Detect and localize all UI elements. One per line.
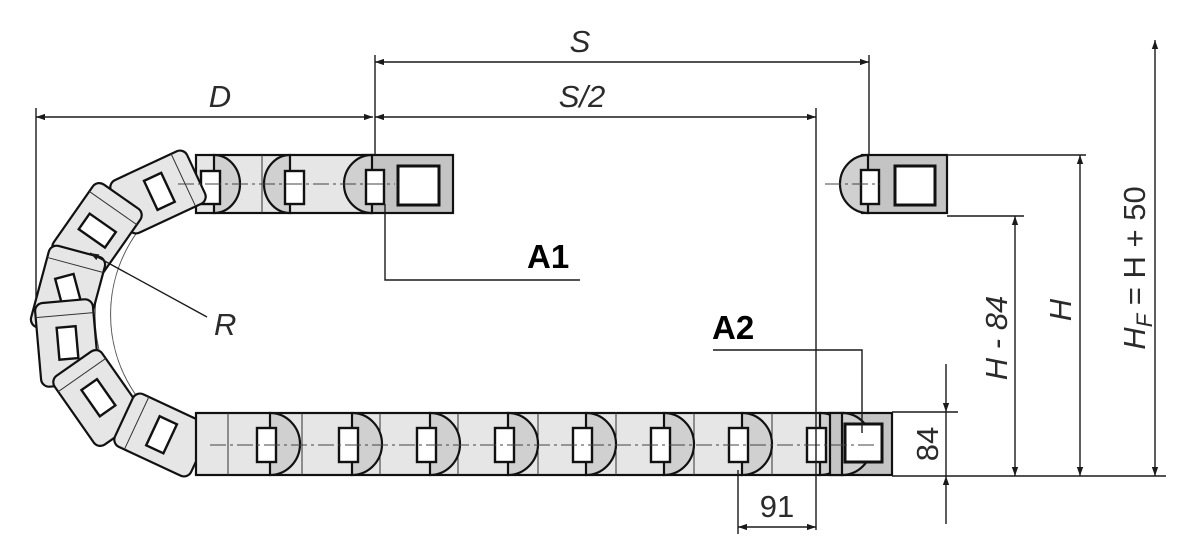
chain-bend bbox=[29, 149, 211, 478]
height-minus-label: H - 84 bbox=[979, 296, 1014, 380]
dimension-total-height: HF = H + 50 bbox=[1117, 40, 1159, 476]
pitch-label: 91 bbox=[760, 489, 794, 524]
bracket-hole bbox=[893, 164, 937, 207]
half-stroke-label: S/2 bbox=[559, 79, 606, 114]
dimension-link-height: 84 bbox=[892, 364, 958, 524]
link-window bbox=[283, 169, 306, 206]
link-height-label: 84 bbox=[910, 427, 945, 461]
link-joint bbox=[262, 153, 292, 215]
lower-run-links bbox=[194, 411, 852, 477]
dimension-height: H bbox=[947, 154, 1086, 476]
fixed-point-label: A1 bbox=[527, 238, 569, 275]
stroke-label: S bbox=[570, 24, 591, 59]
callout-moving-end: A2 bbox=[712, 309, 863, 433]
dimension-radius: R bbox=[89, 252, 236, 342]
dimension-half-stroke: S/2 bbox=[375, 79, 817, 530]
height-label: H bbox=[1043, 298, 1078, 321]
total-height-label: HF = H + 50 bbox=[1117, 186, 1157, 349]
moving-end-upper-position bbox=[838, 153, 949, 215]
dimension-distance: D bbox=[35, 79, 373, 300]
dimension-pitch: 91 bbox=[737, 470, 816, 534]
dimension-height-minus: H - 84 bbox=[947, 215, 1024, 476]
callout-fixed-point: A1 bbox=[384, 204, 580, 281]
dimension-stroke: S bbox=[374, 24, 870, 155]
radius-label: R bbox=[214, 307, 236, 342]
bracket-hole bbox=[396, 164, 441, 207]
distance-label: D bbox=[209, 79, 231, 114]
moving-end-label: A2 bbox=[712, 309, 754, 346]
bracket-window bbox=[364, 168, 386, 206]
bend-link bbox=[113, 392, 211, 478]
bracket-hole bbox=[843, 422, 884, 464]
moving-end-bracket bbox=[828, 411, 894, 477]
fixed-end-bracket bbox=[342, 153, 455, 215]
